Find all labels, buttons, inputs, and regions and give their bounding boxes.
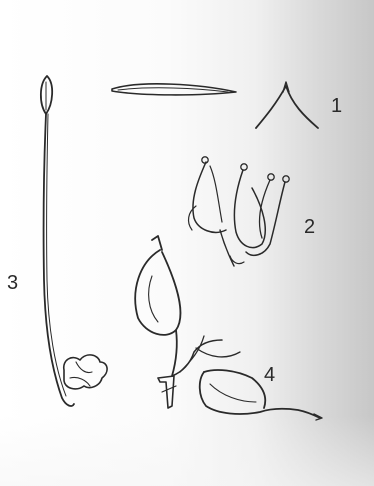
figure-label-4: 4 xyxy=(264,365,275,385)
figure-label-2: 2 xyxy=(304,217,315,237)
figure-label-3: 3 xyxy=(7,273,18,293)
figure-label-1: 1 xyxy=(331,96,342,116)
figure-4-drawing xyxy=(135,236,322,420)
figure-2-drawing xyxy=(189,157,290,266)
figure-3-drawing xyxy=(41,76,107,406)
figure-1-drawing xyxy=(112,82,318,128)
